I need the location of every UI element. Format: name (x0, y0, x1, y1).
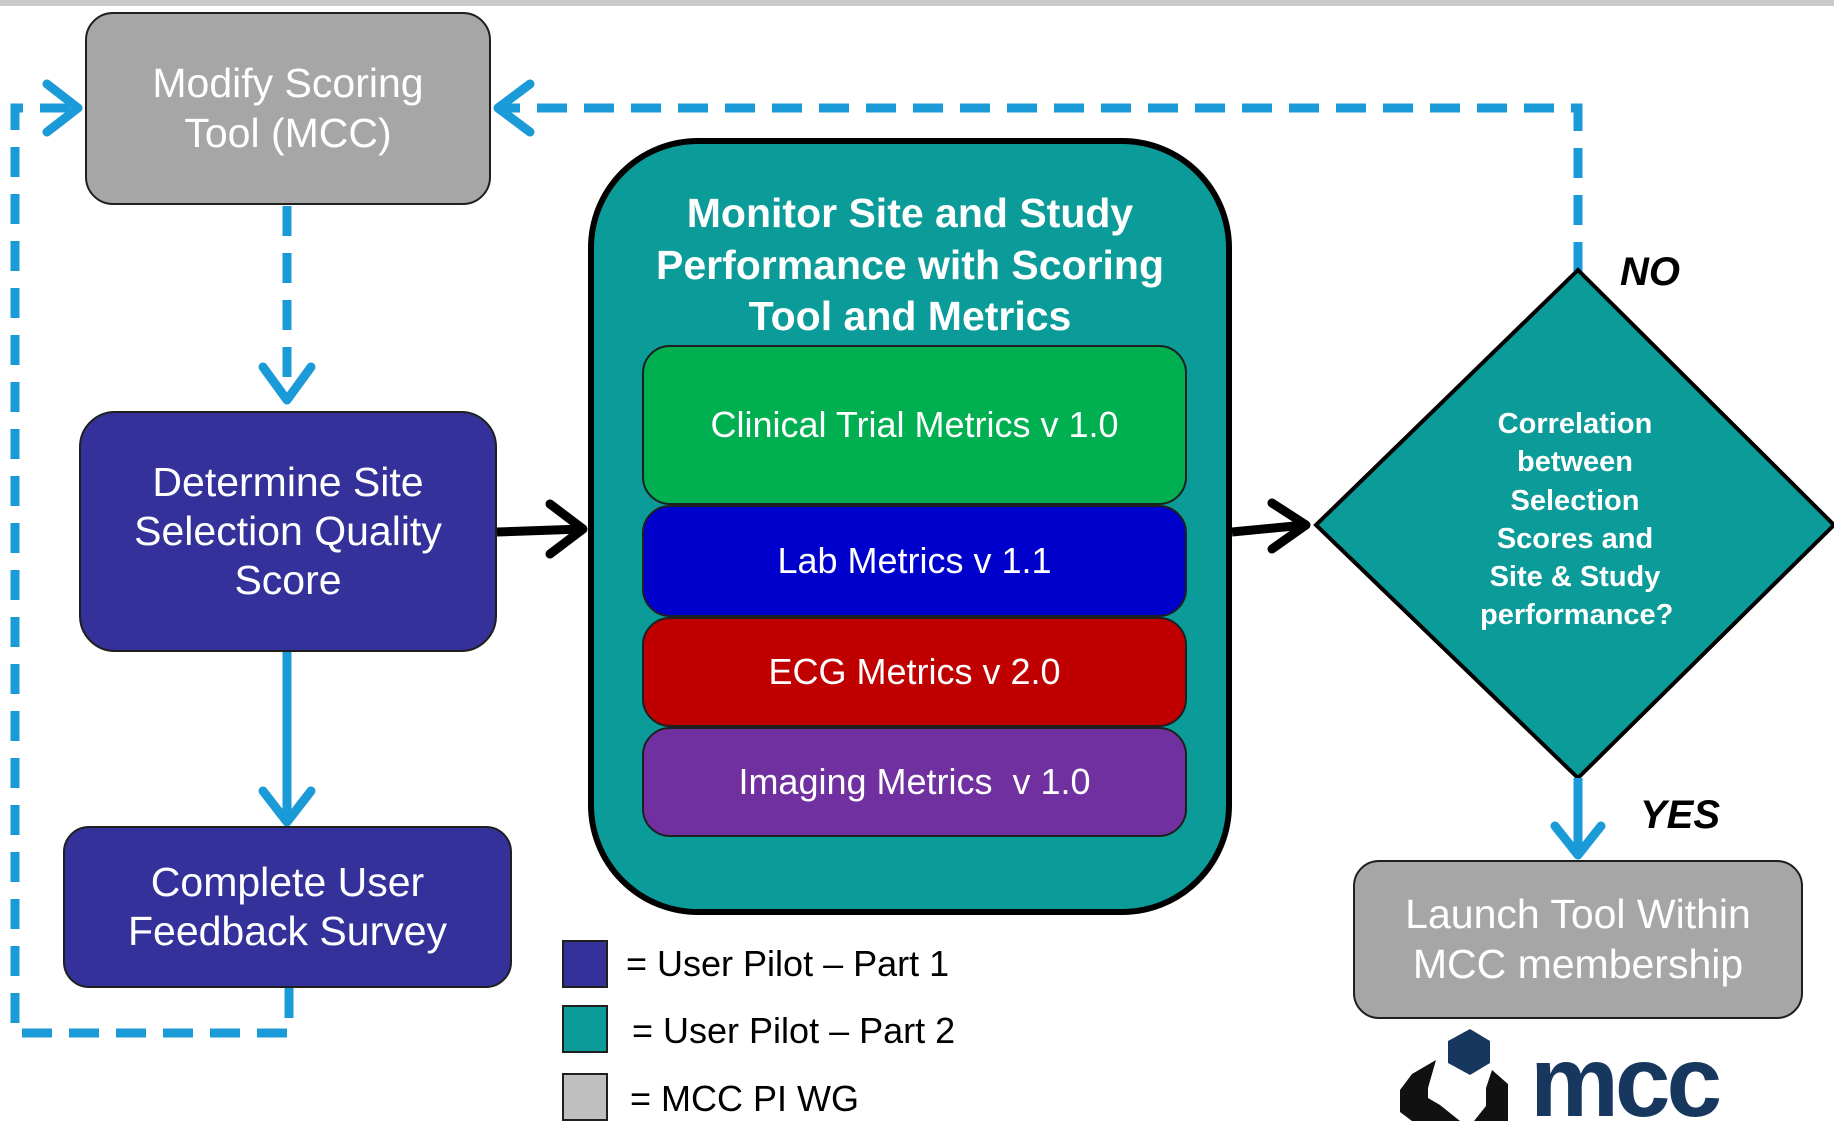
metric-lab-label: Lab Metrics v 1.1 (777, 540, 1052, 581)
monitor-to-decision-line (1231, 520, 1306, 537)
legend-swatch-part2 (562, 1005, 608, 1053)
determine-score-label: Determine Site Selection Quality Score (134, 458, 442, 604)
determine-to-survey-arrowhead (258, 786, 316, 827)
top-rule (0, 0, 1834, 6)
mcc-logo-wordmark: mcc (1530, 1026, 1722, 1138)
metric-clinical-trial-label: Clinical Trial Metrics v 1.0 (710, 404, 1119, 445)
determine-to-monitor-line (496, 524, 583, 537)
metric-lab: Lab Metrics v 1.1 (642, 505, 1187, 617)
no-branch-label: NO (1620, 250, 1680, 294)
yes-branch-arrowhead (1550, 821, 1606, 860)
legend-swatch-mcc-pi-wg (562, 1073, 608, 1121)
metric-clinical-trial: Clinical Trial Metrics v 1.0 (642, 345, 1187, 505)
modify-to-determine-arrowhead (258, 362, 316, 405)
modify-scoring-tool-label: Modify Scoring Tool (MCC) (152, 60, 424, 156)
metric-imaging: Imaging Metrics v 1.0 (642, 727, 1187, 837)
monitor-performance-title: Monitor Site and Study Performance with … (655, 190, 1165, 340)
loop-back-dashed-line (10, 103, 294, 1038)
launch-tool-label: Launch Tool Within MCC membership (1405, 891, 1751, 987)
legend-label-part1: = User Pilot – Part 1 (626, 943, 950, 984)
launch-tool-node: Launch Tool Within MCC membership (1353, 860, 1803, 1019)
loop-back-arrowhead (42, 79, 83, 137)
determine-score-node: Determine Site Selection Quality Score (79, 411, 497, 652)
metric-imaging-label: Imaging Metrics v 1.0 (738, 761, 1091, 802)
yes-branch-label: YES (1640, 793, 1721, 837)
no-branch-dashed-line (500, 103, 1583, 272)
feedback-survey-node: Complete User Feedback Survey (63, 826, 512, 988)
legend-label-part2: = User Pilot – Part 2 (632, 1010, 956, 1051)
metric-ecg-label: ECG Metrics v 2.0 (768, 651, 1061, 692)
monitor-to-decision-arrowhead (1267, 498, 1311, 554)
no-branch-arrowhead (493, 79, 535, 137)
feedback-survey-label: Complete User Feedback Survey (127, 858, 448, 954)
decision-label: Correlation between Selection Scores and… (1480, 408, 1674, 632)
mcc-logo-mark (1400, 1029, 1508, 1121)
legend-swatch-part1 (562, 940, 608, 988)
determine-to-monitor-arrowhead (545, 499, 588, 559)
modify-scoring-tool-node: Modify Scoring Tool (MCC) (85, 12, 491, 205)
metric-ecg: ECG Metrics v 2.0 (642, 617, 1187, 727)
legend-label-mcc-pi-wg: = MCC PI WG (630, 1078, 860, 1119)
monitor-performance-node: Monitor Site and Study Performance with … (588, 138, 1232, 915)
